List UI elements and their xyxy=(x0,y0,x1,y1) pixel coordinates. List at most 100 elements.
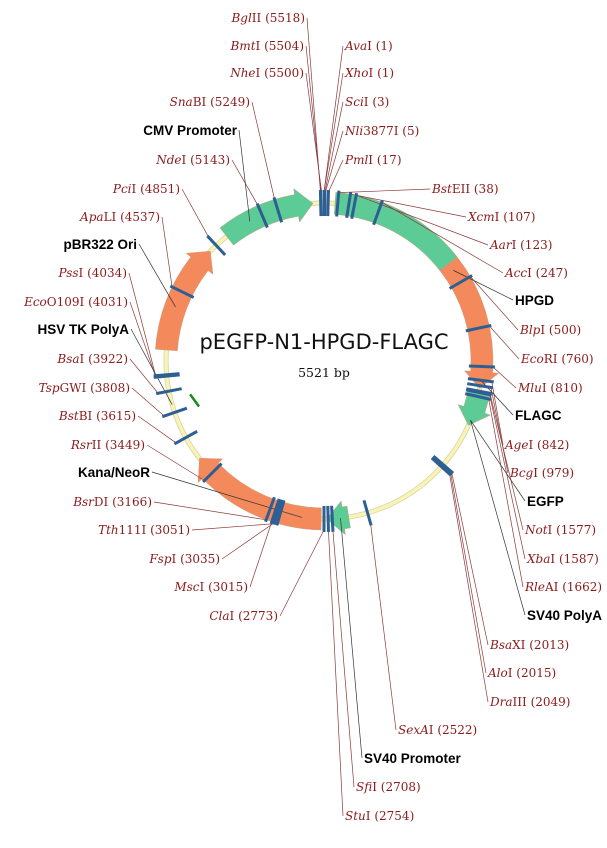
enzyme-position: (3449) xyxy=(101,438,145,452)
enzyme-site-label: SnaBI (5249) xyxy=(170,95,250,109)
enzyme-position: (4851) xyxy=(136,182,180,196)
feature-arcs xyxy=(155,188,500,536)
leader-lines xyxy=(128,17,526,817)
enzyme-name-italic: Bsa xyxy=(489,638,512,652)
enzyme-site-label: BmtI (5504) xyxy=(230,39,305,53)
enzyme-name-suffix: I xyxy=(256,39,261,53)
enzyme-name-italic: Tth xyxy=(98,523,119,537)
enzyme-name-italic: Bst xyxy=(58,409,79,423)
enzyme-site-label: ApaLI (4537) xyxy=(79,210,160,224)
enzyme-position: (2708) xyxy=(377,780,421,794)
enzyme-leader-line xyxy=(221,522,275,560)
enzyme-position: (4031) xyxy=(84,295,128,309)
enzyme-name-italic: Sna xyxy=(170,95,193,109)
enzyme-position: (1662) xyxy=(558,580,602,594)
enzyme-name-italic: Eco xyxy=(520,352,544,366)
enzyme-leader-line xyxy=(323,45,344,193)
enzyme-leader-line xyxy=(153,501,267,521)
enzyme-leader-line xyxy=(470,276,519,331)
enzyme-site-label: SciI (3) xyxy=(345,95,389,109)
cut-site-tick xyxy=(173,429,198,446)
enzyme-position: (3922) xyxy=(84,352,128,366)
enzyme-name-italic: SexA xyxy=(398,723,429,737)
cut-site-tick xyxy=(206,234,227,256)
enzyme-name-suffix: I xyxy=(429,723,434,737)
enzyme-name-italic: Bcg xyxy=(509,466,534,480)
enzyme-name-italic: Bgl xyxy=(230,11,252,25)
enzyme-name-suffix: II xyxy=(252,11,262,25)
feature-leader-line xyxy=(138,243,176,308)
enzyme-name-italic: Nhe xyxy=(229,66,255,80)
sv40-promoter-arc xyxy=(326,500,351,536)
enzyme-position: (123) xyxy=(516,238,552,252)
enzyme-name-italic: Dra xyxy=(489,695,513,709)
enzyme-name-italic: Rle xyxy=(524,580,545,594)
enzyme-leader-line xyxy=(328,159,344,193)
enzyme-name-suffix: RI xyxy=(544,352,558,366)
enzyme-leader-line xyxy=(370,523,397,731)
enzyme-site-label: RleAI (1662) xyxy=(524,580,602,594)
feature-leader-line xyxy=(470,420,526,616)
enzyme-position: (2522) xyxy=(434,723,478,737)
cut-site-tick xyxy=(326,190,330,217)
enzyme-site-label: AvaI (1) xyxy=(344,39,393,53)
enzyme-position: (3051) xyxy=(146,523,190,537)
enzyme-name-suffix: XI xyxy=(512,638,526,652)
enzyme-leader-line xyxy=(491,381,504,446)
enzyme-leader-line xyxy=(325,130,344,193)
plasmid-title: pEGFP-N1-HPGD-FLAGC xyxy=(199,330,448,354)
enzyme-position: (2013) xyxy=(525,638,569,652)
feature-label: FLAGC xyxy=(515,408,562,423)
feature-leader-line xyxy=(453,270,514,301)
enzyme-name-italic: Apa xyxy=(79,210,104,224)
enzyme-position: (1587) xyxy=(555,552,599,566)
enzyme-name-suffix: I xyxy=(528,438,533,452)
enzyme-name-suffix: EII xyxy=(452,182,471,196)
enzyme-leader-line xyxy=(490,387,509,474)
enzyme-name-italic: Bmt xyxy=(230,39,256,53)
hpgd-arc xyxy=(439,256,500,389)
enzyme-site-label: DraIII (2049) xyxy=(489,695,570,709)
site-ticks xyxy=(153,189,495,532)
enzyme-site-label: AgeI (842) xyxy=(504,438,569,452)
cut-site-tick xyxy=(272,499,284,525)
enzyme-position: (979) xyxy=(538,466,574,480)
enzyme-leader-line xyxy=(449,474,489,703)
enzyme-site-label: BsrDI (3166) xyxy=(72,495,152,509)
enzyme-position: (4537) xyxy=(116,210,160,224)
enzyme-name-suffix: I xyxy=(527,266,532,280)
enzyme-site-label: FspI (3035) xyxy=(148,552,220,566)
enzyme-leader-line xyxy=(324,101,344,193)
enzyme-leader-line xyxy=(381,201,504,274)
enzyme-name-italic: Ava xyxy=(344,39,367,53)
enzyme-name-suffix: I xyxy=(366,809,371,823)
enzyme-site-label: PciI (4851) xyxy=(112,182,180,196)
enzyme-name-suffix: I xyxy=(512,238,517,252)
enzyme-name-italic: Msc xyxy=(173,580,199,594)
enzyme-name-italic: Sci xyxy=(345,95,364,109)
cut-site-tick xyxy=(465,323,492,333)
enzyme-name-italic: Xcm xyxy=(467,210,495,224)
cut-site-tick xyxy=(153,373,180,379)
enzyme-leader-line xyxy=(492,366,517,389)
enzyme-name-suffix: I xyxy=(533,466,538,480)
cut-site-tick xyxy=(465,388,492,397)
enzyme-name-italic: Alo xyxy=(487,666,508,680)
cut-site-tick xyxy=(468,364,495,369)
enzyme-leader-line xyxy=(305,72,322,193)
enzyme-name-suffix: DI xyxy=(94,495,109,509)
enzyme-name-suffix: I xyxy=(368,153,373,167)
feature-label: HPGD xyxy=(515,293,554,308)
enzyme-position: (5) xyxy=(398,124,419,138)
enzyme-name-suffix: AI xyxy=(544,580,559,594)
enzyme-site-label: TspGWI (3808) xyxy=(39,381,130,395)
enzyme-name-italic: Pml xyxy=(344,153,368,167)
enzyme-position: (1) xyxy=(372,39,393,53)
enzyme-name-suffix: I xyxy=(369,66,374,80)
hpgd-green-arc xyxy=(333,192,458,271)
enzyme-name-suffix: BI xyxy=(79,409,93,423)
feature-label: SV40 PolyA xyxy=(527,608,602,623)
enzyme-position: (3) xyxy=(369,95,390,109)
enzyme-name-italic: Stu xyxy=(345,809,366,823)
